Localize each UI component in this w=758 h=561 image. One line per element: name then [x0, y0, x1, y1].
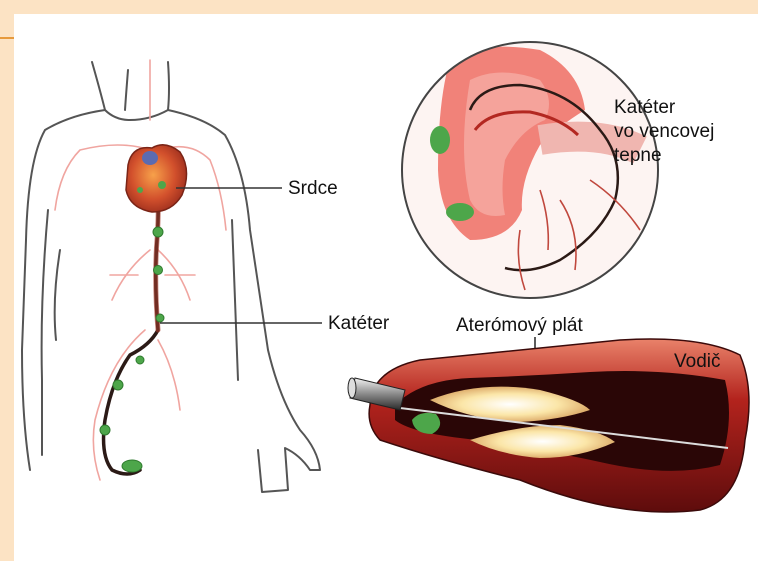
body-outline: [22, 62, 320, 492]
label-kateter: Katéter: [328, 312, 389, 335]
heart: [126, 145, 187, 212]
label-aterom: Aterómový plát: [456, 314, 583, 337]
vessel-network: [55, 60, 226, 480]
label-kateter-inset: Katéter vo vencovej tepne: [614, 96, 714, 168]
label-vodic: Vodič: [674, 350, 720, 373]
label-srdce: Srdce: [288, 177, 338, 200]
